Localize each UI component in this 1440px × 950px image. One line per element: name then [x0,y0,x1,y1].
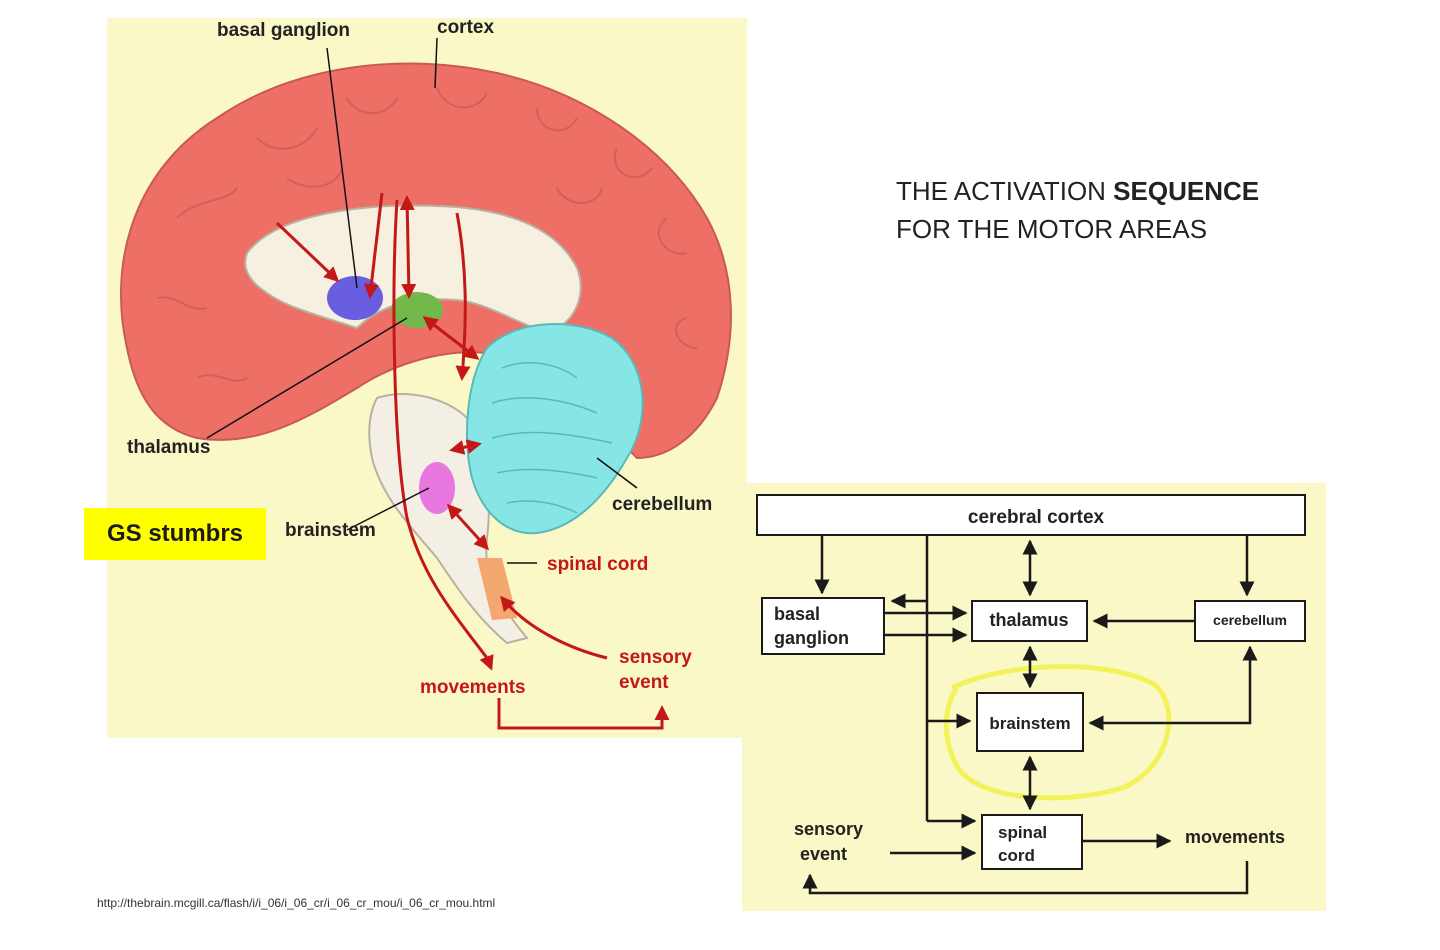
brainstem-highlight-circle [943,664,1172,801]
title-line1-bold: SEQUENCE [1113,176,1260,206]
brain-illustration: basal ganglion cortex thalamus brainstem… [107,17,747,738]
flow-connectors [802,535,1258,895]
label-cortex: cortex [437,18,494,38]
label-sensory-event-line2: event [619,672,669,693]
box-label-cerebral-cortex: cerebral cortex [968,507,1105,528]
label-sensory-event-line1: sensory [619,647,692,668]
box-basal-ganglion [761,597,885,655]
label-movements: movements [420,677,526,698]
flow-label-sensory-line1: sensory [794,819,863,839]
pathways [275,192,670,730]
title-line2: FOR THE MOTOR AREAS [896,214,1208,244]
brainstem-nucleus [419,462,455,514]
box-label-cerebellum: cerebellum [1213,612,1287,628]
label-brainstem: brainstem [285,520,376,541]
basal-ganglion-region [327,276,383,320]
label-thalamus: thalamus [127,437,210,458]
title-line1: THE ACTIVATION SEQUENCE [896,172,1259,210]
box-thalamus [971,600,1088,642]
title-line1-prefix: THE ACTIVATION [896,176,1114,206]
box-brainstem [976,692,1084,752]
label-basal-ganglion: basal ganglion [217,20,350,41]
box-label-spinal-line2: cord [998,846,1035,865]
flow-diagram: cerebral cortex basal ganglion thalamus … [742,483,1326,911]
source-url: http://thebrain.mcgill.ca/flash/i/i_06/i… [97,896,496,910]
box-label-thalamus: thalamus [989,610,1068,630]
box-label-basal-line1: basal [774,604,820,624]
slide-title: THE ACTIVATION SEQUENCE FOR THE MOTOR AR… [896,172,1259,248]
cortex-folds [156,87,698,382]
box-label-spinal-line1: spinal [998,823,1047,842]
cerebellum-folia [491,362,613,514]
box-label-basal-line2: ganglion [774,628,849,648]
box-cerebral-cortex [756,494,1306,536]
box-cerebellum [1194,600,1306,642]
flow-label-sensory-line2: event [800,844,847,864]
box-spinal-cord [981,814,1083,870]
label-cerebellum: cerebellum [612,494,712,515]
box-label-brainstem: brainstem [989,714,1070,733]
leader-lines [206,37,638,564]
author-tag: GS stumbrs [84,508,266,560]
flow-label-movements: movements [1185,827,1285,847]
cerebellum-region [466,323,644,535]
flow-svg: cerebral cortex basal ganglion thalamus … [756,494,1306,895]
label-spinal-cord: spinal cord [547,554,648,575]
brain-svg: basal ganglion cortex thalamus brainstem… [120,17,732,730]
